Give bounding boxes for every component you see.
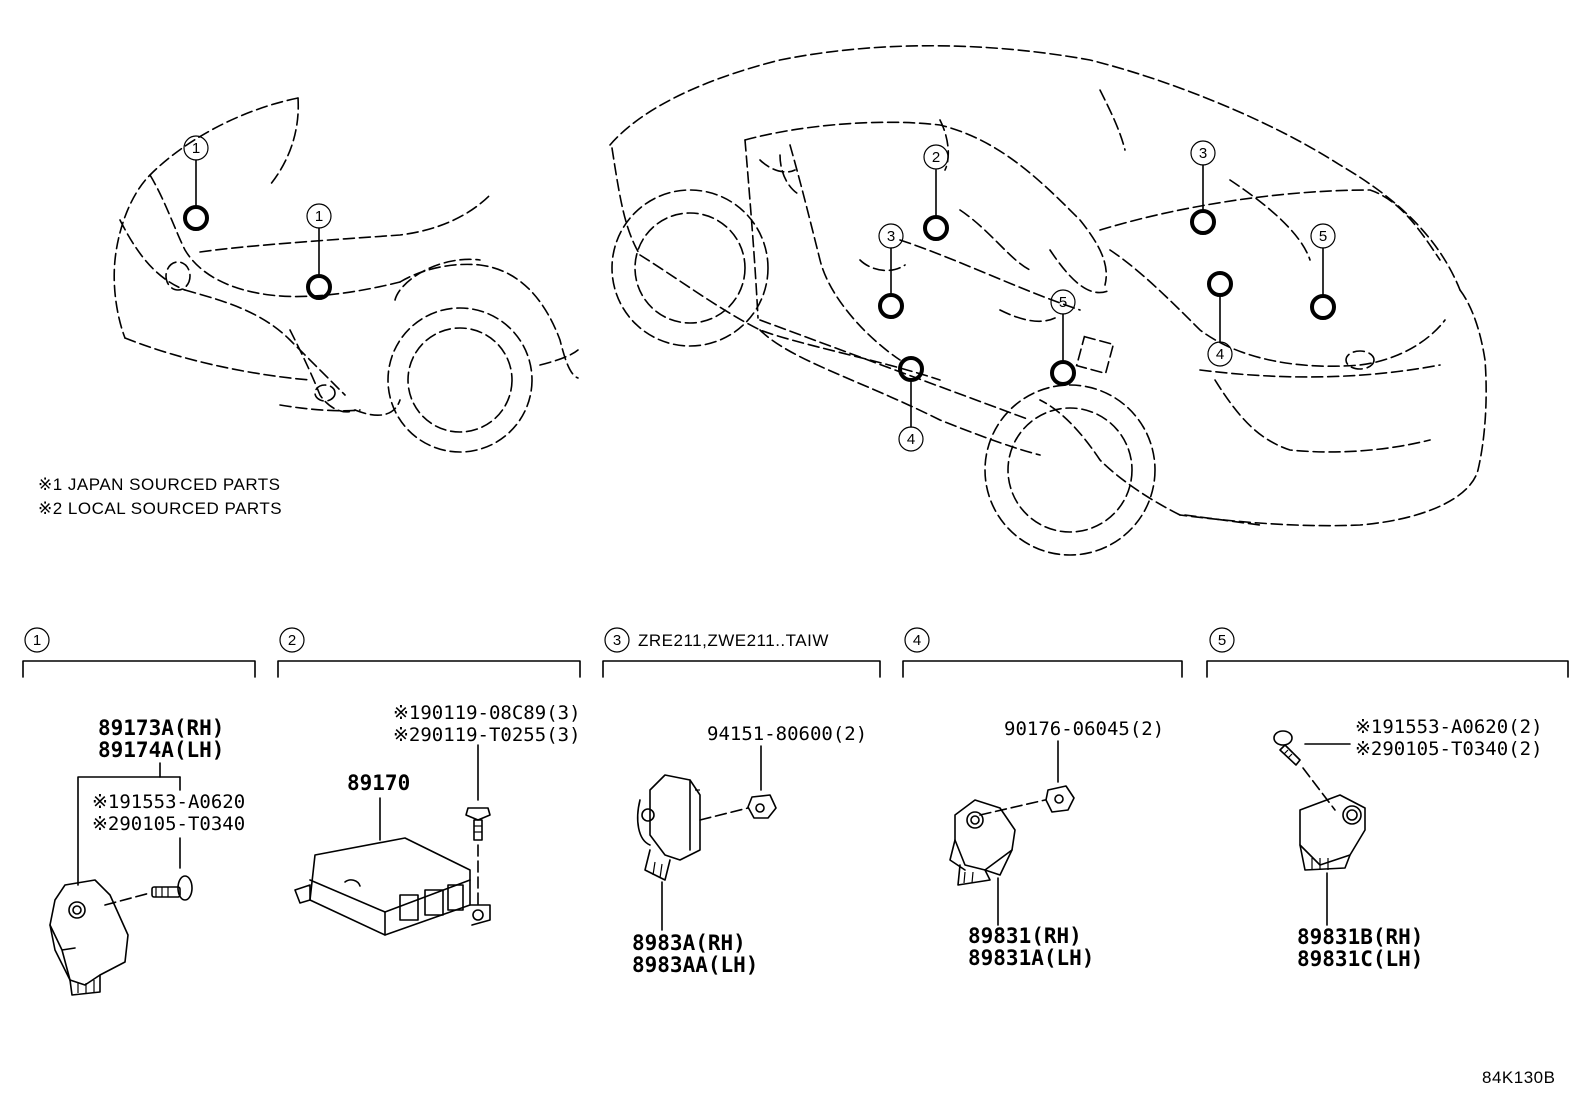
callout-5a-text: 5: [1059, 294, 1067, 311]
front-car-illustration: [113, 97, 579, 453]
sensor-point-2: [923, 215, 949, 241]
callout-4b-text: 4: [1216, 346, 1224, 363]
part-290105-T0340: ※290105-T0340: [92, 813, 245, 835]
part-290105-T0340-2: ※290105-T0340(2): [1355, 738, 1543, 760]
part-191553-A0620-2: ※191553-A0620(2): [1355, 716, 1543, 738]
callout-1b-text: 1: [315, 208, 323, 225]
part-8983AA: 8983AA(LH): [632, 953, 758, 977]
nut-icon: [747, 794, 777, 819]
section-4-parts: 90176-06045(2) 89831(RH) 89831A(LH): [949, 718, 1164, 970]
callout-1a: [183, 135, 209, 161]
part-89170: 89170: [347, 771, 410, 795]
front-airbag-sensor-icon: [49, 879, 129, 996]
bolt-icon: [465, 807, 491, 841]
section-3-parts: 94151-80600(2) 8983A(RH) 8983AA(LH): [632, 723, 867, 977]
section-4-number: 4: [913, 632, 921, 649]
sensor-point-5a: [1050, 360, 1076, 386]
callout-3b: [1190, 140, 1216, 166]
section-2-parts: ※190119-08C89(3) ※290119-T0255(3) 89170: [294, 702, 581, 936]
section-2-number: 2: [288, 632, 296, 649]
rear-airbag-sensor-icon: [949, 799, 1016, 886]
callout-1b: [306, 203, 332, 229]
airbag-control-module-icon: [294, 837, 491, 936]
callout-3b-text: 3: [1199, 145, 1207, 162]
section-headers: 1 2 3 ZRE211,ZWE211..TAIW 4 5: [22, 627, 1569, 678]
sensor-point-1a: [183, 205, 209, 231]
section-1-parts: 89173A(RH) 89174A(LH) ※191553-A0620 ※290…: [49, 716, 245, 996]
sensor-point-4a: [898, 356, 924, 382]
part-89831A: 89831A(LH): [968, 946, 1094, 970]
bolt-icon: [1273, 730, 1301, 766]
callout-1a-text: 1: [192, 140, 200, 157]
section-5-number: 5: [1218, 632, 1226, 649]
nut-icon: [1045, 785, 1075, 813]
sensor-point-3b: [1190, 209, 1216, 235]
side-car-illustration: [609, 44, 1487, 556]
section-3-number: 3: [613, 632, 621, 649]
part-290119-T0255: ※290119-T0255(3): [393, 724, 581, 746]
section-5-parts: ※191553-A0620(2) ※290105-T0340(2) 89831B…: [1273, 716, 1543, 971]
callout-numbers: 1 1 2 3 3 4 4 5 5: [192, 140, 1327, 448]
callout-3a-text: 3: [887, 228, 895, 245]
part-8983A: 8983A(RH): [632, 931, 746, 955]
part-89831: 89831(RH): [968, 924, 1082, 948]
part-94151-80600: 94151-80600(2): [707, 723, 867, 745]
part-89173A: 89173A(RH): [98, 716, 224, 740]
callout-2-text: 2: [932, 149, 940, 166]
diagram-code: 84K130B: [1482, 1068, 1555, 1087]
part-89831C: 89831C(LH): [1297, 947, 1423, 971]
part-191553-A0620: ※191553-A0620: [92, 791, 245, 813]
part-89831B: 89831B(RH): [1297, 925, 1423, 949]
part-190119-08C89: ※190119-08C89(3): [393, 702, 581, 724]
sensor-point-4b: [1207, 271, 1233, 297]
callout-4a: [898, 426, 924, 452]
callout-4b: [1207, 341, 1233, 367]
callout-5b-text: 5: [1319, 228, 1327, 245]
callout-4a-text: 4: [907, 431, 915, 448]
sensor-point-5b: [1310, 294, 1336, 320]
side-airbag-sensor-icon: [636, 774, 701, 881]
note-japan-sourced: ※1 JAPAN SOURCED PARTS: [38, 475, 281, 494]
sensor-point-1b: [306, 274, 332, 300]
section-3-model-label: ZRE211,ZWE211..TAIW: [638, 631, 829, 650]
callout-3a: [878, 223, 904, 249]
section-1-number: 1: [33, 632, 41, 649]
sensor-point-3a: [878, 293, 904, 319]
callout-5a: [1050, 289, 1076, 315]
bolt-icon: [151, 875, 193, 901]
part-89174A: 89174A(LH): [98, 738, 224, 762]
side-rear-airbag-sensor-icon: [1299, 794, 1366, 871]
part-90176-06045: 90176-06045(2): [1004, 718, 1164, 740]
callout-2: [923, 144, 949, 170]
callout-5b: [1310, 223, 1336, 249]
sensor-markers: [183, 135, 1336, 452]
note-local-sourced: ※2 LOCAL SOURCED PARTS: [38, 499, 282, 518]
